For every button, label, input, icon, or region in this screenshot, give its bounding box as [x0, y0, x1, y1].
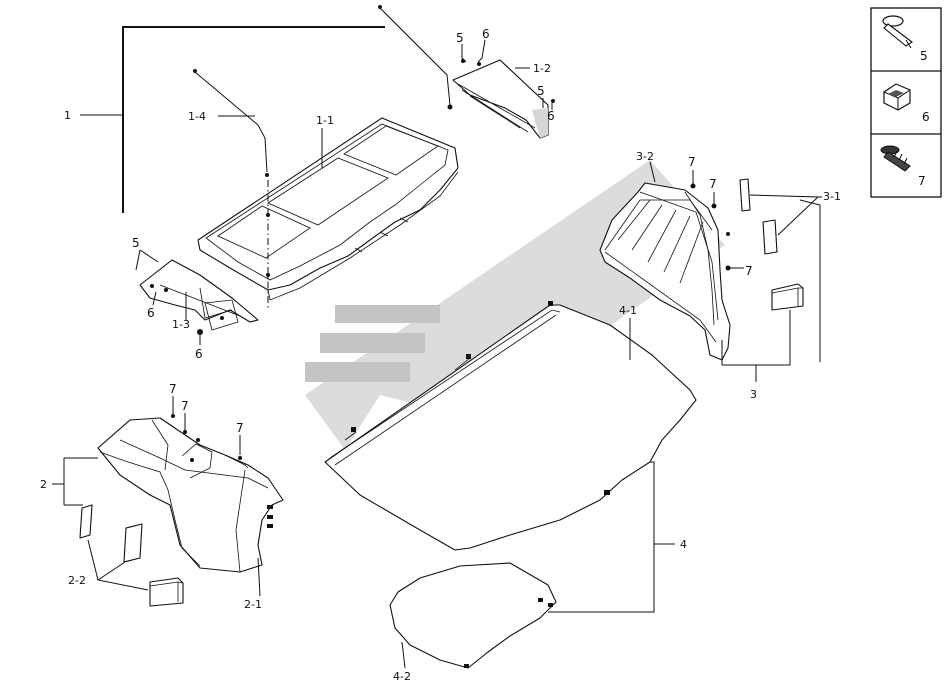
callout-7-c: 7	[236, 421, 244, 435]
callout-4-1: 4-1	[619, 304, 637, 317]
part-2-2-pad-b	[123, 523, 143, 563]
callout-3: 3	[750, 388, 757, 401]
callout-2: 2	[40, 478, 47, 491]
part-2-2-pad-a	[79, 504, 93, 539]
callout-6-c: 6	[147, 306, 155, 320]
callout-4-2: 4-2	[393, 670, 411, 683]
part-1-1-shelf-board	[197, 117, 459, 291]
callout-5-b: 5	[537, 84, 545, 98]
legend-label-6: 6	[922, 110, 930, 124]
part-3-2-quarter-trim	[599, 182, 731, 361]
callout-5-a: 5	[456, 31, 464, 45]
callout-7-a: 7	[169, 382, 177, 396]
group-3-right-side-trim: 7 7 7 3-2 3-1 3	[599, 150, 841, 401]
callout-7-e: 7	[709, 177, 717, 191]
callout-6-b: 6	[547, 109, 555, 123]
callout-1-2: 1-2	[533, 62, 551, 75]
callout-1-4: 1-4	[188, 110, 206, 123]
callout-6-a: 6	[482, 27, 490, 41]
callout-1: 1	[64, 109, 71, 122]
group-4-luggage-board: 4-1 4-2 4	[324, 301, 697, 683]
callout-1-3: 1-3	[172, 318, 190, 331]
group-1-parcel-shelf: 1 1-1 1-4 1-2 5 6 5	[64, 5, 555, 361]
callout-2-2: 2-2	[68, 574, 86, 587]
legend-label-5: 5	[920, 49, 928, 63]
callout-4: 4	[680, 538, 687, 551]
callout-3-2: 3-2	[636, 150, 654, 163]
retainer-clip-icon	[883, 83, 911, 111]
callout-7-d: 7	[688, 155, 696, 169]
part-2-1-quarter-trim	[97, 417, 284, 573]
callout-7-f: 7	[745, 264, 753, 278]
push-rivet-icon	[882, 15, 913, 49]
callout-3-1: 3-1	[823, 190, 841, 203]
fastener-legend: 5 6 7	[870, 7, 942, 198]
fir-tree-clip-icon	[880, 145, 911, 172]
callout-2-1: 2-1	[244, 598, 262, 611]
part-3-1-pad-a	[739, 178, 751, 212]
part-4-2-cover-board	[389, 562, 557, 669]
callout-6-d: 6	[195, 347, 203, 361]
part-3-1-pad-b	[762, 219, 778, 255]
callout-7-b: 7	[181, 399, 189, 413]
group-2-left-side-trim: 7 7 7 2 2-2 2-1	[40, 382, 284, 611]
legend-label-7: 7	[918, 174, 926, 188]
callout-1-1: 1-1	[316, 114, 334, 127]
callout-5-c: 5	[132, 236, 140, 250]
part-3-1-pad-c	[771, 283, 804, 311]
